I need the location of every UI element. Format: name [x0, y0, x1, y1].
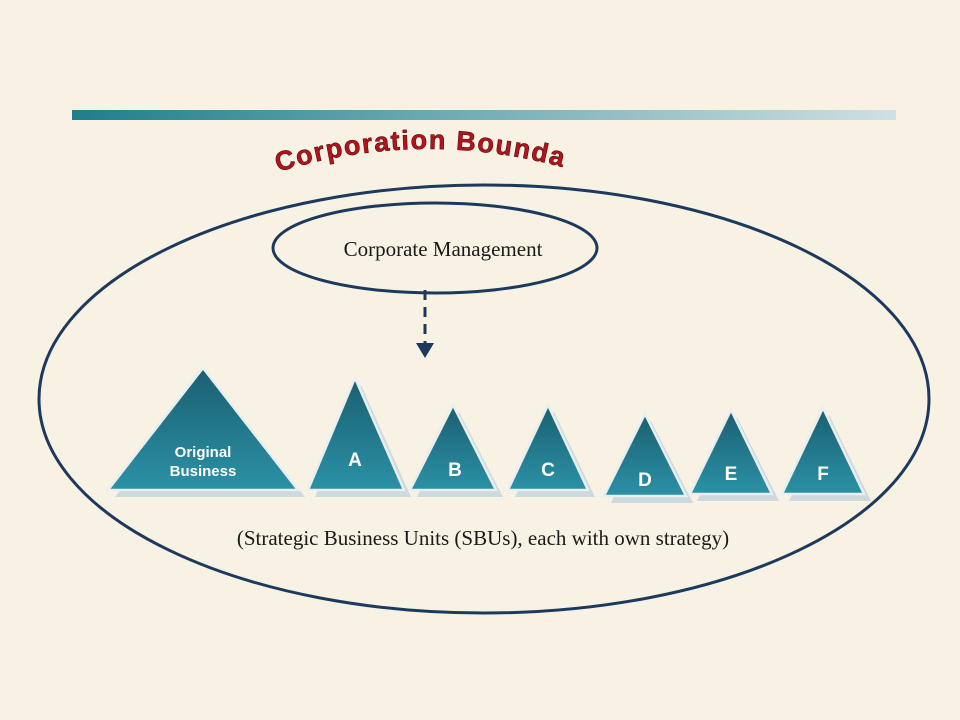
sbu-d: D — [601, 411, 693, 503]
sbu-label-a: A — [348, 450, 362, 471]
sbu-label-e: E — [725, 464, 738, 485]
corporate-management-ellipse — [271, 201, 599, 295]
sbu-label-original-line2: Business — [170, 463, 237, 480]
accent-bar — [72, 110, 896, 120]
sbu-label-d: D — [638, 470, 652, 491]
sbu-caption: (Strategic Business Units (SBUs), each w… — [237, 526, 729, 550]
sbu-c: C — [506, 402, 595, 497]
sbu-a: A — [306, 374, 411, 497]
corporation-boundary-title: Corporation Boundary — [0, 0, 570, 178]
sbu-b: B — [407, 402, 503, 497]
sbu-group: Original Business A B C D — [105, 365, 871, 503]
sbu-label-f: F — [817, 464, 829, 485]
sbu-label-c: C — [541, 460, 555, 481]
sbu-e: E — [687, 407, 779, 501]
sbu-f: F — [780, 405, 871, 501]
sbu-label-original-line1: Original — [175, 444, 232, 461]
management-arrow-head — [416, 343, 434, 358]
corporation-boundary-ellipse — [37, 183, 931, 615]
sbu-original-business: Original Business — [105, 365, 305, 497]
sbu-label-b: B — [448, 460, 462, 481]
corporate-management-label: Corporate Management — [344, 237, 543, 261]
